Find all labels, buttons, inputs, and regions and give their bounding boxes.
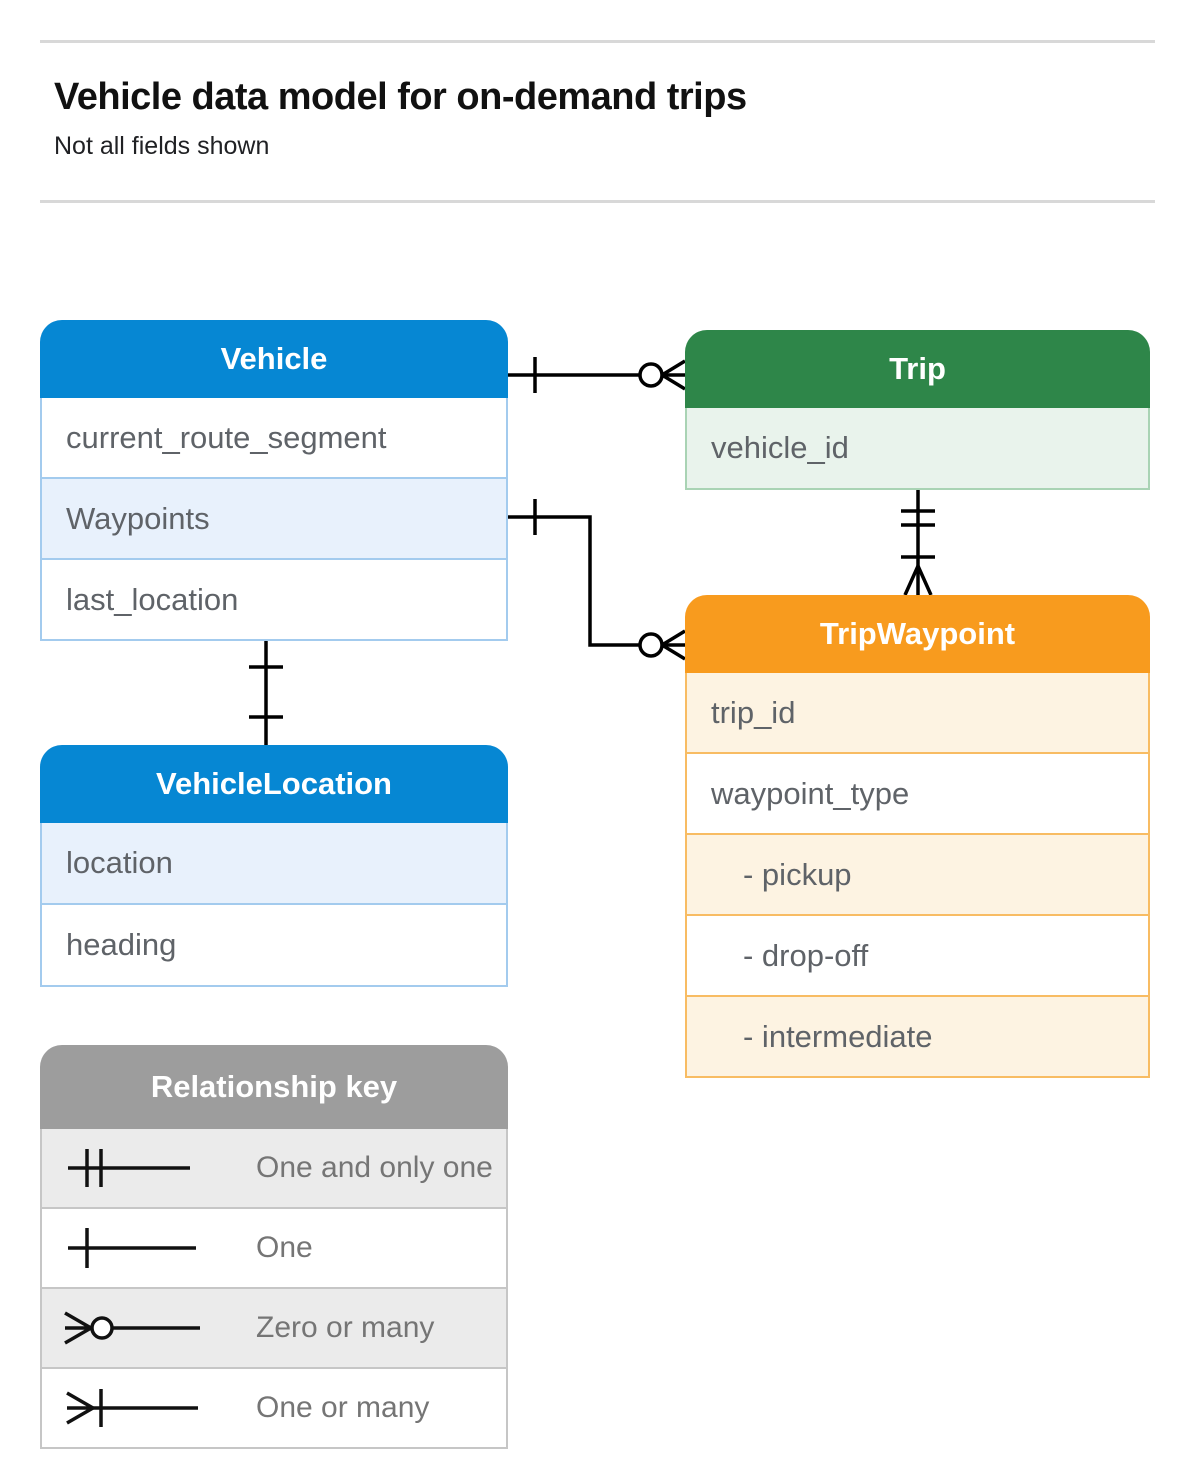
- entity-vehiclelocation: VehicleLocation location heading: [40, 745, 508, 987]
- field-current-route-segment: current_route_segment: [42, 398, 506, 477]
- field-heading: heading: [42, 903, 506, 985]
- one-symbol: [68, 1228, 196, 1268]
- relationship-key: Relationship key One and only one One: [40, 1045, 508, 1449]
- entity-vehiclelocation-title: VehicleLocation: [40, 745, 508, 823]
- legend-row-one-and-only-one: One and only one: [42, 1129, 506, 1207]
- field-vehicle-id: vehicle_id: [687, 408, 1148, 488]
- value-pickup: - pickup: [687, 833, 1148, 914]
- connector-trip-tripwaypoint: [901, 488, 935, 596]
- legend-label: Zero or many: [256, 1311, 435, 1344]
- entity-vehiclelocation-body: location heading: [40, 823, 508, 987]
- entity-vehicle: Vehicle current_route_segment Waypoints …: [40, 320, 508, 641]
- second-divider: [40, 200, 1155, 203]
- value-drop-off: - drop-off: [687, 914, 1148, 995]
- entity-vehicle-body: current_route_segment Waypoints last_loc…: [40, 398, 508, 641]
- zero-or-many-symbol: [64, 1311, 200, 1345]
- value-intermediate: - intermediate: [687, 995, 1148, 1076]
- field-last-location: last_location: [42, 558, 506, 639]
- entity-vehicle-title: Vehicle: [40, 320, 508, 398]
- connector-vehicle-trip: [508, 357, 686, 393]
- legend-label: One and only one: [256, 1151, 493, 1184]
- page-subtitle: Not all fields shown: [54, 132, 270, 160]
- relationship-key-body: One and only one One Z: [40, 1129, 508, 1449]
- one-or-many-symbol: [66, 1389, 198, 1427]
- connector-waypoints-tripwaypoint: [508, 499, 686, 661]
- entity-trip-body: vehicle_id: [685, 408, 1150, 490]
- entity-tripwaypoint-title: TripWaypoint: [685, 595, 1150, 673]
- field-waypoints: Waypoints: [42, 477, 506, 558]
- page-title: Vehicle data model for on-demand trips: [54, 76, 747, 118]
- one-and-only-one-symbol: [68, 1149, 190, 1187]
- legend-label: One: [256, 1231, 313, 1264]
- legend-label: One or many: [256, 1391, 430, 1424]
- top-divider: [40, 40, 1155, 43]
- entity-tripwaypoint: TripWaypoint trip_id waypoint_type - pic…: [685, 595, 1150, 1078]
- entity-tripwaypoint-body: trip_id waypoint_type - pickup - drop-of…: [685, 673, 1150, 1078]
- legend-row-zero-or-many: Zero or many: [42, 1287, 506, 1367]
- entity-trip-title: Trip: [685, 330, 1150, 408]
- connector-vehicle-vehiclelocation: [249, 636, 283, 745]
- legend-row-one: One: [42, 1207, 506, 1287]
- field-waypoint-type: waypoint_type: [687, 752, 1148, 833]
- entity-trip: Trip vehicle_id: [685, 330, 1150, 490]
- field-location: location: [42, 823, 506, 903]
- legend-row-one-or-many: One or many: [42, 1367, 506, 1447]
- relationship-key-title: Relationship key: [40, 1045, 508, 1129]
- field-trip-id: trip_id: [687, 673, 1148, 752]
